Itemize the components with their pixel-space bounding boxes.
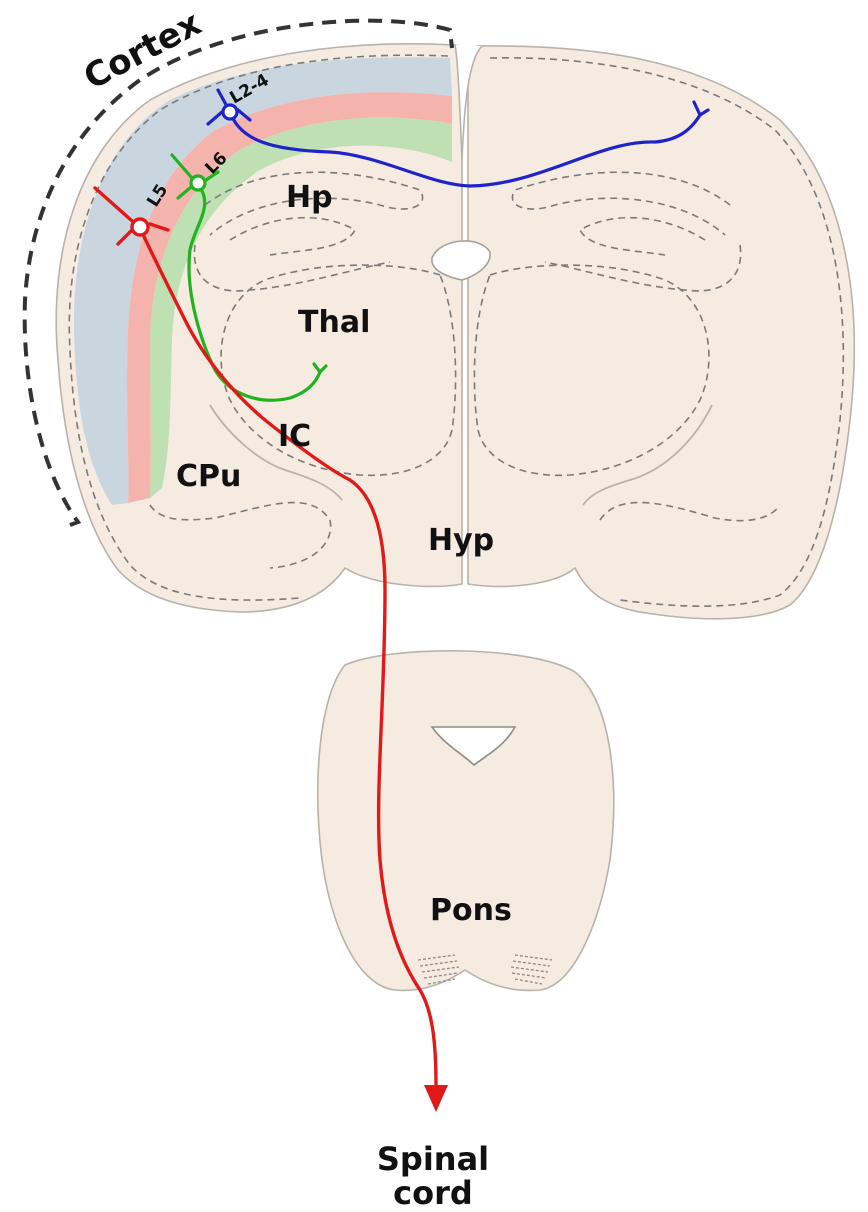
hyp-label: Hyp (428, 523, 494, 558)
ic-label: IC (278, 419, 311, 454)
spinal-cord-label-line1: Spinal (377, 1140, 489, 1178)
pons-outline (318, 651, 614, 991)
thal-label: Thal (298, 305, 370, 340)
neuron-l6-soma (191, 176, 205, 190)
spinal-arrowhead (424, 1085, 448, 1112)
cpu-label: CPu (176, 459, 241, 494)
right-hemisphere (468, 46, 854, 619)
pons-label: Pons (430, 893, 512, 928)
neuron-l5-soma (132, 219, 148, 235)
pons-section (318, 651, 614, 991)
hp-label: Hp (286, 180, 333, 215)
spinal-cord-label-line2: cord (393, 1174, 473, 1212)
